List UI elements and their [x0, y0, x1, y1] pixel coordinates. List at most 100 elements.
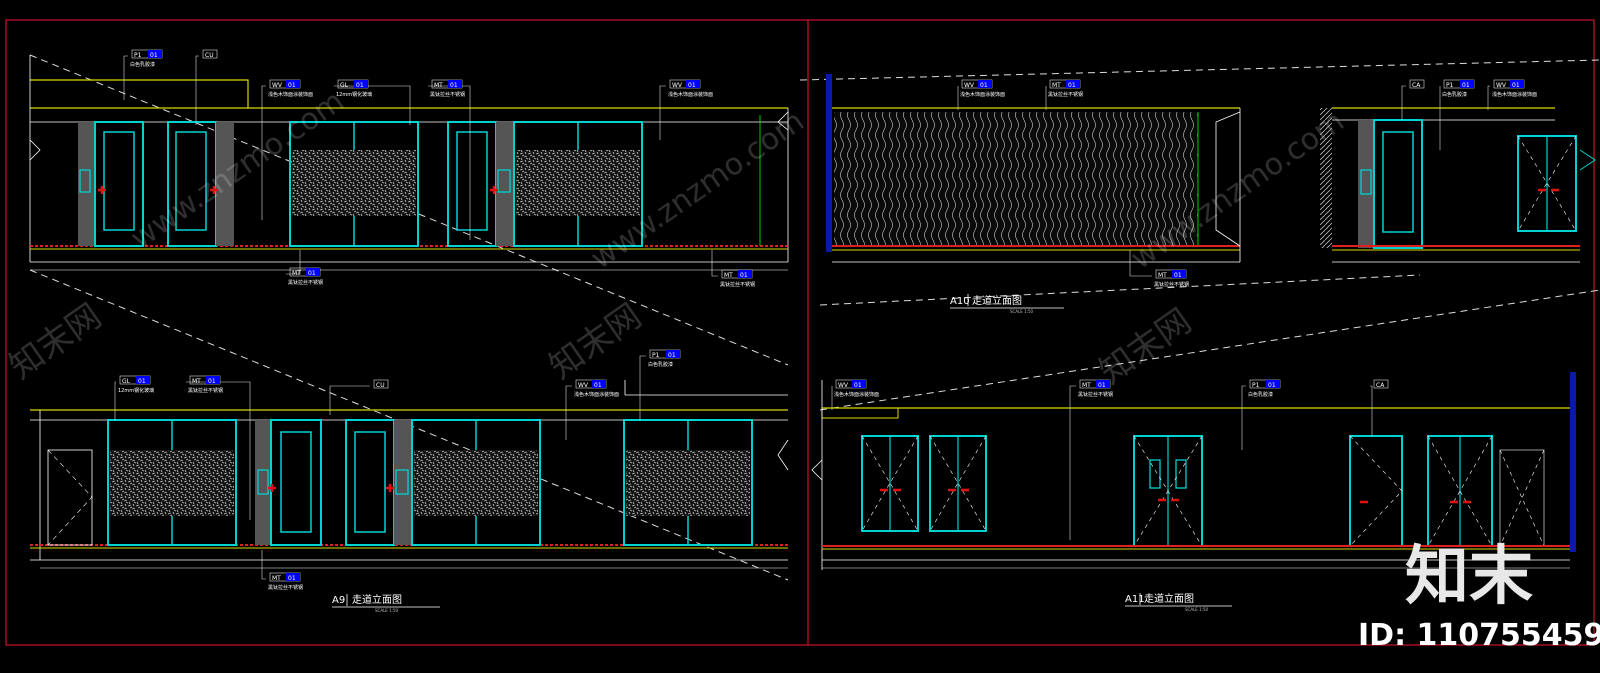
material-tag-number-bg	[686, 80, 700, 88]
watermark-logo: 知末	[1405, 540, 1533, 614]
material-tag-number-bg	[306, 268, 320, 276]
view-a9-title: 走道立面图	[352, 593, 402, 606]
watermark-cn-3: 知末网	[1092, 301, 1198, 392]
material-tag-note: 浅色木饰面涂装饰面	[834, 391, 879, 398]
material-tag-number-bg	[852, 380, 866, 388]
material-tag-number: 01	[980, 82, 988, 89]
elevation-a10	[826, 74, 1241, 263]
material-tag-number-bg	[136, 376, 150, 384]
watermark-cn-2: 知末网	[542, 296, 648, 387]
material-tag-note: 白色乳胶漆	[648, 361, 673, 368]
material-tag-note: 黑钛拉丝不锈钢	[430, 91, 465, 98]
view-a9-scale: SCALE 1:50	[375, 608, 399, 613]
material-tag-box	[202, 49, 218, 59]
elevation-a11	[811, 372, 1576, 570]
material-tag-number: 01	[854, 382, 862, 389]
leader-line	[659, 85, 666, 140]
leader-line	[1401, 85, 1406, 120]
material-tag-number-bg	[286, 80, 300, 88]
material-tag-code: P1	[652, 352, 660, 359]
material-tag-note: 浅色木饰面涂装饰面	[960, 91, 1005, 98]
material-tag-number: 01	[150, 52, 158, 59]
material-tag-number: 01	[288, 82, 296, 89]
leader-line	[1370, 385, 1373, 436]
material-tag-note: 黑钛拉丝不锈钢	[1154, 281, 1189, 288]
material-tag-number-bg	[738, 270, 752, 278]
material-tag-code: MT	[292, 270, 301, 277]
leader-line	[261, 85, 266, 220]
material-tag-note: 黑钛拉丝不锈钢	[1078, 391, 1113, 398]
material-tag-code: MT	[724, 272, 733, 279]
material-tag-number: 01	[288, 575, 296, 582]
view-a10-id: A10	[950, 296, 970, 307]
material-tag-code: CU	[205, 52, 214, 59]
material-tag-number-bg	[592, 380, 606, 388]
material-tag-number: 01	[138, 378, 146, 385]
material-tag-number-bg	[1266, 380, 1280, 388]
view-a11-scale: SCALE 1:50	[1185, 607, 1209, 612]
material-tag-note: 浅色木饰面涂装饰面	[668, 91, 713, 98]
view-title-a9: A9 走道立面图 SCALE 1:50	[332, 593, 440, 613]
material-tag-number: 01	[668, 352, 676, 359]
material-tag-number-bg	[1172, 270, 1186, 278]
material-tag-number: 01	[1098, 382, 1106, 389]
material-tag-number-bg	[448, 80, 462, 88]
material-tag-note: 黑钛拉丝不锈钢	[720, 281, 755, 288]
material-tag-number-bg	[286, 573, 300, 581]
leader-line	[639, 355, 646, 420]
leader-line	[1069, 385, 1076, 540]
material-tag-code: MT	[1158, 272, 1167, 279]
material-tag-number-bg	[206, 376, 220, 384]
material-tag-code: WV	[964, 82, 975, 89]
elevation-bottom-left	[30, 380, 789, 569]
material-tag-code: CA	[1412, 82, 1421, 89]
material-tag-code: MT	[192, 378, 201, 385]
leader-line	[114, 381, 116, 420]
material-tag-number-bg	[1096, 380, 1110, 388]
material-tag-note: 黑钛拉丝不锈钢	[1048, 91, 1083, 98]
material-tag-code: CA	[1376, 382, 1385, 389]
material-tag-note: 浅色木饰面涂装饰面	[268, 91, 313, 98]
leader-line	[195, 55, 199, 125]
material-tag-code: WV	[578, 382, 589, 389]
material-tag-number: 01	[1462, 82, 1470, 89]
material-tag-number-bg	[354, 80, 368, 88]
material-tag-box	[373, 379, 389, 389]
material-tag-note: 12mm钢化玻璃	[336, 91, 372, 98]
material-tag-note: 浅色木饰面涂装饰面	[574, 391, 619, 398]
material-tag-code: WV	[1496, 82, 1507, 89]
material-tag-number-bg	[148, 50, 162, 58]
material-tag-number: 01	[450, 82, 458, 89]
leader-line	[1241, 385, 1246, 450]
view-title-a10: A10 走道立面图 SCALE 1:50	[950, 294, 1064, 314]
material-tag-code: MT	[272, 575, 281, 582]
view-a11-id: A11	[1125, 594, 1145, 605]
material-tag-code: WV	[672, 82, 683, 89]
material-tag-number-bg	[1460, 80, 1474, 88]
material-tag-code: P1	[1252, 382, 1260, 389]
material-tag-note: 白色乳胶漆	[130, 61, 155, 68]
material-tag-code: WV	[838, 382, 849, 389]
material-tag-number: 01	[1512, 82, 1520, 89]
ceiling-line	[30, 79, 788, 109]
material-tag-number: 01	[308, 270, 316, 277]
leader-line	[1129, 250, 1152, 277]
material-tag-number: 01	[740, 272, 748, 279]
view-title-a11: A11 走道立面图 SCALE 1:50	[1125, 592, 1232, 612]
material-tag-note: 白色乳胶漆	[1442, 91, 1467, 98]
view-a11-title: 走道立面图	[1144, 592, 1194, 605]
material-tag-code: CU	[376, 382, 385, 389]
material-tag-number: 01	[1174, 272, 1182, 279]
material-tag-code: MT	[434, 82, 443, 89]
view-a10-scale: SCALE 1:50	[1010, 309, 1034, 314]
material-tag-note: 白色乳胶漆	[1248, 391, 1273, 398]
view-a10-title: 走道立面图	[972, 294, 1022, 307]
material-tag-number: 01	[208, 378, 216, 385]
material-tag-note: 浅色木饰面涂装饰面	[1492, 91, 1537, 98]
material-tag-code: MT	[1082, 382, 1091, 389]
leader-line	[711, 250, 718, 277]
material-tag-code: MT	[1052, 82, 1061, 89]
material-tag-note: 黑钛拉丝不锈钢	[268, 584, 303, 591]
